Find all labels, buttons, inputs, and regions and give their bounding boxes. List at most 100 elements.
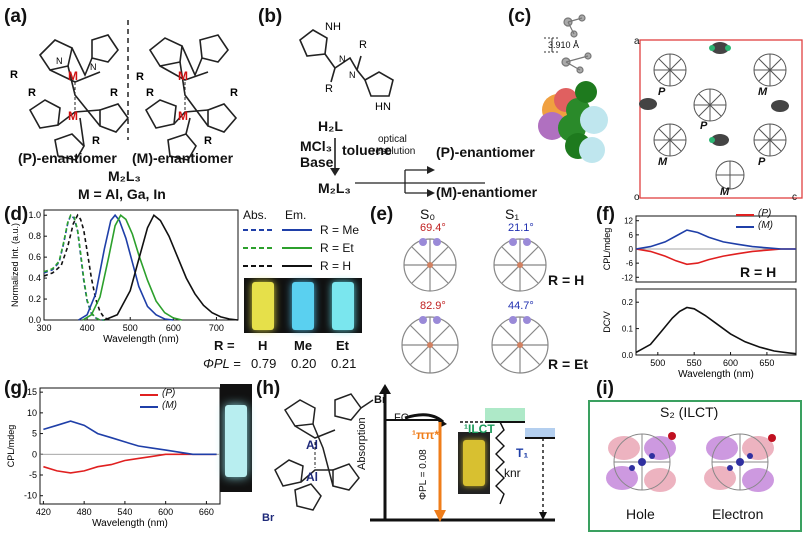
legend-h: R = H — [320, 259, 352, 273]
crystal-label-6: M — [720, 186, 730, 198]
panel-label-e: (e) — [370, 204, 394, 225]
f-legend-m: (M) — [758, 220, 773, 231]
y-tick-label: 0 — [629, 245, 634, 254]
panel-label-g: (g) — [4, 378, 29, 399]
series-line-1 — [43, 214, 105, 321]
g-legend-p: (P) — [162, 388, 176, 399]
orbital-electron: Electron — [712, 506, 764, 522]
vial-r-label: R = — [214, 338, 235, 353]
series-line-2 — [43, 213, 112, 321]
atom-n-2: N — [90, 62, 97, 72]
angle-s1-h: 21.1° — [508, 222, 534, 234]
x-tick-label: 600 — [723, 358, 738, 368]
plot-frame — [39, 387, 221, 505]
phi-me: 0.20 — [291, 356, 317, 371]
series-line-1 — [635, 229, 796, 250]
x-tick-label: 660 — [199, 507, 214, 517]
vial-me — [292, 282, 314, 330]
y-tick-label: 0.0 — [28, 315, 41, 325]
x-axis-label: Wavelength (nm) — [678, 369, 754, 380]
f-legend-p: (P) — [758, 208, 772, 219]
atom-r-2: R — [110, 87, 118, 99]
g-vial — [225, 405, 247, 477]
legend-d-lines — [243, 229, 312, 267]
series-line-4 — [82, 213, 183, 321]
angle-s0-et: 82.9° — [420, 300, 446, 312]
h-t1: T₁ — [516, 446, 529, 460]
angle-s1-et: 44.7° — [508, 300, 534, 312]
panel-label-d: (d) — [4, 204, 29, 225]
y-tick-label: 10 — [27, 408, 37, 418]
y-tick-label: -5 — [29, 470, 37, 480]
plot-frame — [635, 288, 797, 356]
y-tick-label: -12 — [621, 273, 633, 282]
atom-n-1: N — [56, 56, 63, 66]
ligand-r-2: R — [359, 39, 367, 51]
h-absorption: Absorption — [356, 417, 368, 470]
x-tick-label: 400 — [80, 323, 95, 333]
y-tick-label: -6 — [626, 259, 634, 268]
x-axis-label: Wavelength (nm) — [92, 518, 168, 529]
h-fc: FC — [394, 412, 409, 424]
h-br-1: Br — [374, 394, 387, 406]
optical-resolution-1: optical — [378, 134, 407, 145]
h-pipi: ¹ππ* — [412, 428, 440, 442]
y-tick-label: 0 — [32, 449, 37, 459]
crystal-label-5: P — [700, 120, 708, 132]
crystal-label-2: M — [758, 86, 768, 98]
series-line-0 — [43, 453, 217, 474]
p-enantiomer-out: (P)-enantiomer — [436, 144, 535, 160]
y-tick-label: 5 — [32, 429, 37, 439]
x-tick-label: 540 — [117, 507, 132, 517]
h-vial — [463, 440, 485, 486]
r-et-label-e: R = Et — [548, 356, 589, 372]
y-tick-label: 0.1 — [622, 325, 634, 334]
vial-label-h: H — [258, 338, 268, 353]
h-ilct: ¹ILCT — [464, 422, 495, 436]
panel-label-i: (i) — [596, 378, 614, 399]
series-line-5 — [104, 213, 239, 321]
y-tick-label: 0.8 — [28, 231, 41, 241]
h-al-1: Al — [306, 438, 318, 452]
panel-i-orbitals — [606, 432, 776, 492]
atom-r-1: R — [10, 69, 18, 81]
ligand-h2l: H₂L — [318, 118, 343, 134]
state-s0: S₀ — [420, 206, 436, 222]
y-tick-label: 0.2 — [28, 294, 41, 304]
x-axis-label: Wavelength (nm) — [103, 334, 179, 345]
panel-i-box — [588, 400, 802, 532]
atom-r-8: R — [204, 135, 212, 147]
m-enantiomer-label: (M)-enantiomer — [132, 150, 234, 166]
x-tick-label: 420 — [36, 507, 51, 517]
solvent-toluene: toluene — [342, 142, 392, 158]
x-tick-label: 550 — [687, 358, 702, 368]
r-h-label-e: R = H — [548, 272, 585, 288]
x-tick-label: 700 — [209, 323, 224, 333]
formula-m2l3: M₂L₃ — [108, 168, 141, 184]
y-tick-label: -10 — [24, 491, 37, 501]
phi-et: 0.21 — [331, 356, 357, 371]
x-tick-label: 300 — [36, 323, 51, 333]
p-enantiomer-label: (P)-enantiomer — [18, 150, 117, 166]
cell-a: a — [634, 36, 640, 47]
ligand-n-2: N — [349, 70, 356, 80]
y-axis-label: CPL/mdeg — [602, 228, 612, 271]
panel-h-diagram — [274, 384, 555, 522]
legend-abs: Abs. — [243, 208, 268, 222]
m-enantiomer-out: (M)-enantiomer — [436, 184, 538, 200]
atom-m-2: M — [68, 109, 78, 123]
phi-h: 0.79 — [251, 356, 277, 371]
crystal-distance: 3.910 Å — [548, 40, 580, 50]
reagent-base: Base — [300, 154, 334, 170]
series-line-0 — [635, 306, 797, 355]
crystal-label-4: P — [758, 156, 766, 168]
atom-m-4: M — [178, 109, 188, 123]
f-legend-lines — [736, 214, 754, 228]
y-tick-label: 0.6 — [28, 252, 41, 262]
atom-m-3: M — [178, 69, 188, 83]
panel-b-ligand: NH HN R R N N — [299, 21, 485, 197]
series-line-1 — [43, 420, 217, 456]
state-s1: S₁ — [505, 206, 520, 222]
